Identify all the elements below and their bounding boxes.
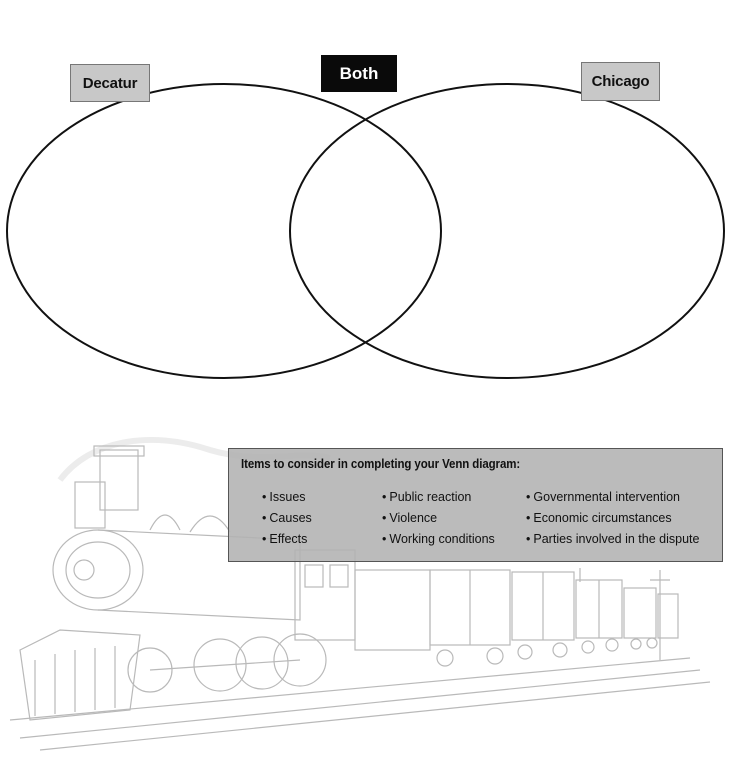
left-set-label: Decatur xyxy=(70,64,150,102)
items-box-title: Items to consider in completing your Ven… xyxy=(241,457,521,471)
items-to-consider-box: Items to consider in completing your Ven… xyxy=(228,448,723,562)
list-item: •Public reaction xyxy=(382,490,472,504)
list-item: •Issues xyxy=(262,490,306,504)
list-item: •Causes xyxy=(262,511,312,525)
right-circle[interactable] xyxy=(289,83,725,379)
right-set-label: Chicago xyxy=(581,62,660,101)
items-column-2: •Public reaction •Violence •Working cond… xyxy=(382,487,495,550)
intersection-label: Both xyxy=(321,55,397,92)
train-illustration xyxy=(9,437,711,751)
items-column-3: •Governmental intervention •Economic cir… xyxy=(526,487,699,550)
items-column-1: •Issues •Causes •Effects xyxy=(262,487,312,550)
list-item: •Working conditions xyxy=(382,532,495,546)
list-item: •Violence xyxy=(382,511,438,525)
list-item: •Effects xyxy=(262,532,308,546)
left-circle[interactable] xyxy=(6,83,442,379)
venn-diagram xyxy=(6,83,725,379)
list-item: •Governmental intervention xyxy=(526,490,680,504)
list-item: •Economic circumstances xyxy=(526,511,672,525)
list-item: •Parties involved in the dispute xyxy=(526,532,700,546)
